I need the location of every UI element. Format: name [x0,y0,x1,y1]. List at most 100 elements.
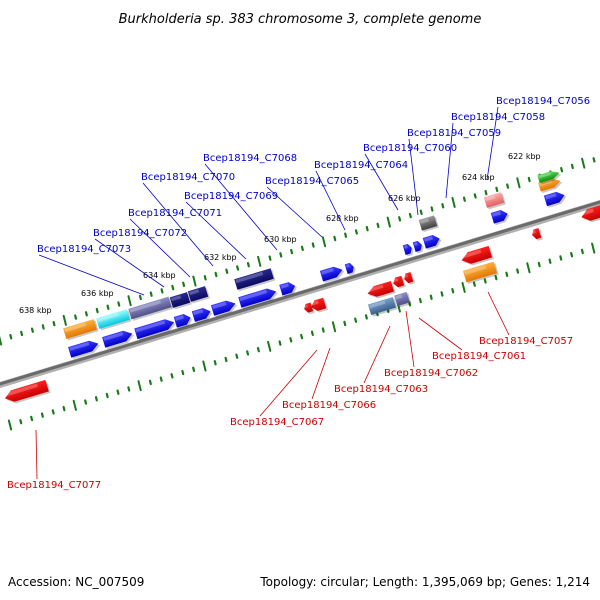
bottom-gene-label: Bcep18194_C7061 [432,351,526,362]
upper-tick [192,275,197,287]
kbp-label: 634 kbp [143,271,176,280]
upper-tick [225,268,229,274]
gene-steel [367,296,398,317]
gene-blue [102,330,135,350]
upper-tick [419,209,423,215]
lower-tick [51,409,55,415]
lower-tick [94,396,98,402]
lower-tick [440,291,444,297]
lower-tick [30,415,34,422]
lower-tick [116,389,120,395]
gene-red [304,302,315,315]
top-gene-label: Bcep18194_C7073 [37,244,131,255]
upper-tick [462,196,466,202]
lower-tick [40,412,44,418]
gene-blue [68,340,101,360]
top-gene-label: Bcep18194_C7065 [265,176,359,187]
lower-tick [310,330,314,336]
upper-tick [495,186,499,193]
lower-tick [235,353,239,359]
top-leader-line [142,182,214,267]
upper-tick [365,225,369,232]
top-leader-line [486,106,499,181]
upper-tick [95,307,99,314]
kbp-label: 626 kbp [388,194,421,203]
lower-tick [19,418,23,425]
gene-pink [483,192,506,210]
kbp-label: 638 kbp [19,306,52,315]
upper-tick [333,235,337,242]
top-gene-label: Bcep18194_C7058 [451,112,545,123]
upper-tick [30,327,34,333]
top-leader-line [38,254,145,296]
label-leader-lines [35,106,510,480]
upper-tick [41,324,45,330]
upper-tick [20,330,24,337]
top-gene-label: Bcep18194_C7070 [141,172,235,183]
lower-tick [343,320,347,327]
lower-tick [483,278,487,284]
upper-tick [257,255,262,267]
lower-tick [256,346,260,353]
upper-tick [203,275,207,281]
lower-tick [105,392,109,399]
upper-tick [321,236,327,248]
genome-summary-text: Topology: circular; Length: 1,395,069 bp… [259,575,590,589]
upper-tick [290,248,294,255]
upper-tick [160,288,164,294]
bottom-gene-label: Bcep18194_C7067 [230,417,324,428]
lower-tick [127,386,131,392]
tick-marks [0,157,596,431]
lower-tick [494,274,498,281]
upper-tick [398,216,402,222]
gene-red [531,228,544,241]
upper-tick [592,157,596,163]
gene-red [4,379,51,404]
lower-tick [300,333,304,340]
lower-tick [580,248,584,255]
bottom-gene-label: Bcep18194_C7066 [282,400,376,411]
upper-tick [9,334,13,340]
upper-tick [182,281,186,288]
gene-blue [279,282,297,298]
gene-orange [538,178,563,194]
lower-tick [451,287,455,294]
gene-blue [134,319,176,341]
upper-tick [560,167,564,173]
upper-tick [127,295,132,307]
lower-tick [84,399,88,405]
lower-tick [267,340,272,352]
top-gene-label: Bcep18194_C7060 [363,143,457,154]
upper-tick [246,261,250,268]
kbp-label: 630 kbp [264,235,297,244]
top-gene-label: Bcep18194_C7064 [314,160,408,171]
gene-blue [490,210,510,226]
bottom-gene-label: Bcep18194_C7077 [7,480,101,491]
gene-orange [462,261,499,284]
top-leader-line [266,186,323,238]
top-leader-line [445,122,454,199]
bottom-gene-label: Bcep18194_C7057 [479,336,573,347]
gene-blue [543,191,567,208]
lower-tick [170,373,174,379]
gene-green [537,171,562,185]
upper-tick [236,265,240,271]
gene-blue [344,262,356,276]
kbp-label: 628 kbp [326,214,359,223]
upper-tick [62,314,67,326]
lower-tick [548,258,552,264]
upper-tick [451,196,456,208]
lower-tick [472,281,476,287]
kbp-label: 622 kbp [508,152,541,161]
gene-blue [412,240,424,254]
lower-tick [570,251,574,258]
upper-tick [484,189,488,196]
bottom-leader-line [311,347,331,400]
gene-blue [210,300,238,318]
upper-tick [376,222,380,229]
top-gene-label: Bcep18194_C7056 [496,96,590,107]
lower-tick [559,255,563,261]
gene-grey [418,215,439,233]
upper-tick [516,177,521,189]
